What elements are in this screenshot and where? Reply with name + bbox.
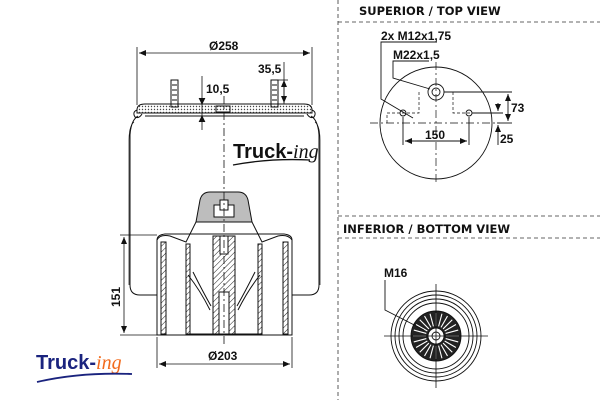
spoke-line <box>444 340 457 348</box>
spoke-line <box>440 315 448 328</box>
spoke-line <box>419 319 430 330</box>
dim-inlet-offset: 73 <box>511 101 525 115</box>
stud-right <box>270 79 279 108</box>
dim-bottom-diameter: Ø203 <box>208 349 238 363</box>
svg-text:Truck-ing: Truck-ing <box>36 352 122 374</box>
main-dimensions <box>120 47 313 368</box>
bellows <box>129 115 320 296</box>
spoke-line <box>419 342 430 353</box>
watermark-logo: Truck-ing <box>232 141 319 166</box>
label-air-inlet: M22x1,5 <box>393 48 440 62</box>
spoke-line <box>415 324 428 332</box>
spoke-line <box>445 338 459 343</box>
bottom-view <box>384 280 488 388</box>
spoke-line <box>429 313 434 327</box>
piston <box>156 221 293 336</box>
label-thread: M16 <box>384 266 408 280</box>
brand-logo-suffix: ing <box>96 352 122 374</box>
top-view <box>370 41 512 184</box>
bottom-view-title: INFERIOR / BOTTOM VIEW <box>343 222 510 236</box>
spoke-line <box>442 319 453 330</box>
spoke-line <box>440 344 448 357</box>
label-studs: 2x M12x1,75 <box>381 29 451 43</box>
watermark-logo-main: Truck- <box>233 141 293 163</box>
spoke-line <box>413 329 427 334</box>
spoke-line <box>445 329 459 334</box>
spoke-line <box>424 315 432 328</box>
spoke-line <box>444 324 457 332</box>
watermark-logo-suffix: ing <box>293 141 319 163</box>
dim-offset: 10,5 <box>206 82 230 96</box>
dim-stud-height: 35,5 <box>258 62 282 76</box>
dim-stud-offset: 25 <box>500 132 514 146</box>
top-plate <box>136 103 313 114</box>
view-separators <box>337 0 600 400</box>
stud-left <box>170 79 179 108</box>
brand-logo-main: Truck- <box>36 352 96 374</box>
spoke-line <box>438 345 443 359</box>
spoke-line <box>413 338 427 343</box>
dim-height: 151 <box>109 287 123 307</box>
spoke-line <box>438 313 443 327</box>
main-side-view <box>128 79 321 345</box>
spoke-line <box>442 342 453 353</box>
spoke-line <box>429 345 434 359</box>
svg-text:Truck-ing: Truck-ing <box>233 141 319 163</box>
dim-top-diameter: Ø258 <box>209 39 239 53</box>
brand-logo[interactable]: Truck-ing <box>36 352 133 383</box>
spoke-line <box>424 344 432 357</box>
spoke-line <box>415 340 428 348</box>
dim-stud-spacing: 150 <box>425 128 445 142</box>
top-view-title: SUPERIOR / TOP VIEW <box>359 4 501 18</box>
